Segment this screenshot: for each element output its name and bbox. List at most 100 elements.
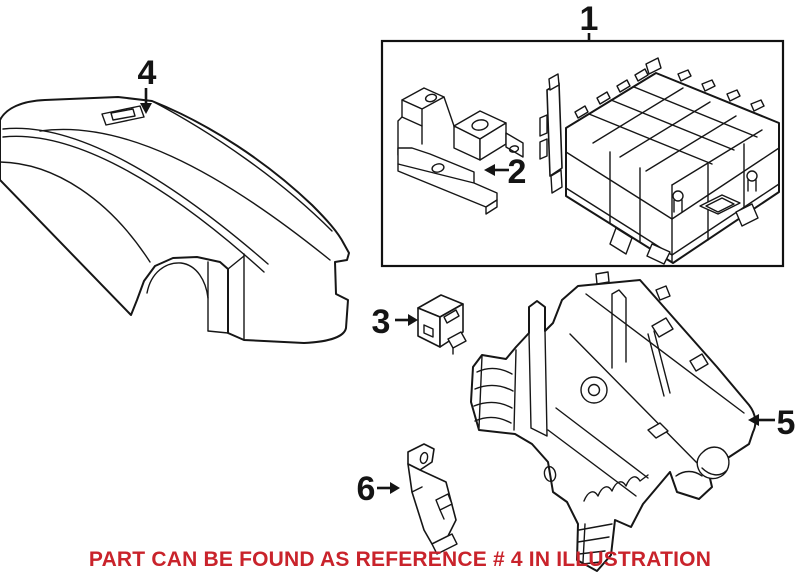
fusebox-stud [746, 170, 758, 182]
bracket-flange [505, 132, 524, 158]
cover-ridge-line [39, 128, 331, 261]
side-bracket-hole [419, 451, 429, 465]
cover-top-edge-line [151, 100, 333, 232]
callout-6-arrowhead [390, 482, 400, 494]
housing-floor-line [555, 407, 649, 479]
callout-2-number: 2 [508, 153, 527, 191]
housing-foot-line [675, 470, 703, 477]
callout-3-number: 3 [372, 303, 391, 341]
lower-housing-drawing [470, 271, 757, 572]
callout-5-number: 5 [777, 404, 796, 442]
callout-5: 5 [748, 404, 795, 442]
housing-floor-line [547, 429, 637, 497]
callout-6-number: 6 [357, 470, 376, 508]
bracket-hole [471, 119, 489, 131]
side-bracket-foot [431, 533, 458, 555]
caption-text: PART CAN BE FOUND AS REFERENCE # 4 IN IL… [88, 548, 712, 571]
bracket-hole [508, 145, 520, 153]
housing-boss-center [587, 383, 601, 397]
fusebox-foot [609, 227, 633, 255]
cover-outline [0, 96, 350, 344]
cover-latch-inner [110, 108, 136, 121]
fusebox-crenellation [616, 79, 631, 93]
fusebox-crenellation [634, 68, 649, 82]
housing-clip-rib [474, 384, 514, 392]
relay-detail [443, 309, 460, 324]
reference-box-group [380, 39, 785, 268]
housing-boss [580, 376, 608, 404]
fusebox-crenellation [701, 79, 716, 92]
fusebox-foot [735, 203, 759, 227]
fusebox-relay-socket [699, 194, 741, 215]
housing-floor-stud [647, 422, 669, 439]
fusebox-stud-stem [673, 199, 683, 213]
fusebox-panel-tab [539, 114, 548, 137]
fusebox-grid-line [592, 87, 684, 144]
callout-2-arrowhead [484, 164, 495, 176]
fusebox-crenellation [574, 105, 589, 119]
fusebox-top-tab [645, 57, 662, 75]
relay-detail [423, 324, 434, 338]
relay-drawing [417, 294, 467, 355]
fusebox-panel-tab [548, 73, 560, 91]
fusebox-stud [672, 190, 684, 202]
callout-4-number: 4 [138, 54, 157, 92]
bracket-drawing [397, 87, 524, 215]
reference-box-border [380, 39, 785, 268]
housing-rod [647, 330, 671, 397]
side-bracket-slot [435, 493, 453, 511]
callout-3: 3 [372, 303, 418, 341]
fusebox-grid-line [645, 115, 737, 172]
cover-rib-line [2, 127, 269, 265]
cover-rim-line [207, 330, 229, 334]
callouts: 1 2 3 4 5 6 [138, 0, 796, 508]
housing-wall-hole [689, 353, 709, 372]
side-bracket-drawing [407, 443, 458, 555]
fusebox-foot [646, 243, 671, 265]
fusebox-crenellation [677, 69, 692, 82]
housing-hole [543, 465, 557, 483]
relay-terminal-tab [447, 331, 467, 349]
fusebox-grid-line [588, 113, 713, 165]
fusebox-crenellation [750, 99, 765, 112]
callout-4-arrowhead [140, 103, 152, 114]
housing-clip-rib [474, 416, 512, 424]
bracket-hole [431, 163, 445, 173]
fusebox-grid-line [633, 86, 758, 138]
cover-drawing [0, 96, 350, 344]
callout-2: 2 [484, 153, 526, 191]
fusebox-band-line [565, 147, 780, 220]
bracket-web-line [443, 96, 455, 127]
cover-rib-line [0, 161, 151, 263]
fusebox-stud-stem [747, 179, 757, 192]
fusebox-panel-tab [550, 169, 563, 194]
fusebox-relay-socket-inner [705, 197, 735, 213]
callout-3-arrowhead [408, 314, 418, 326]
fuse-box-drawing [539, 57, 780, 265]
side-bracket-bend-line [411, 486, 423, 493]
fusebox-grid-line [610, 99, 735, 151]
housing-wall-bottom-edge [569, 333, 701, 467]
fusebox-crenellation [596, 91, 611, 105]
fusebox-side-panel [546, 82, 563, 177]
housing-post-edge [528, 330, 548, 437]
callout-5-arrowhead [748, 414, 759, 426]
housing-scalloped-edge [583, 474, 649, 502]
housing-leg-rib [577, 523, 613, 565]
callout-6: 6 [357, 470, 400, 508]
housing-wall-tab [595, 271, 610, 285]
cover-notch-arc [146, 262, 209, 299]
fusebox-panel-tab [539, 138, 548, 160]
housing-wall-tab [655, 285, 671, 301]
housing-strut [611, 289, 627, 369]
fusebox-body [565, 72, 780, 264]
callout-1: 1 [580, 0, 599, 41]
fusebox-grid-line [671, 129, 763, 186]
bracket-foot-tip [485, 199, 498, 215]
housing-clip-rib [473, 401, 513, 409]
callout-1-number: 1 [580, 0, 599, 38]
fusebox-crenellation [726, 89, 741, 102]
housing-wall-hole [651, 317, 674, 338]
